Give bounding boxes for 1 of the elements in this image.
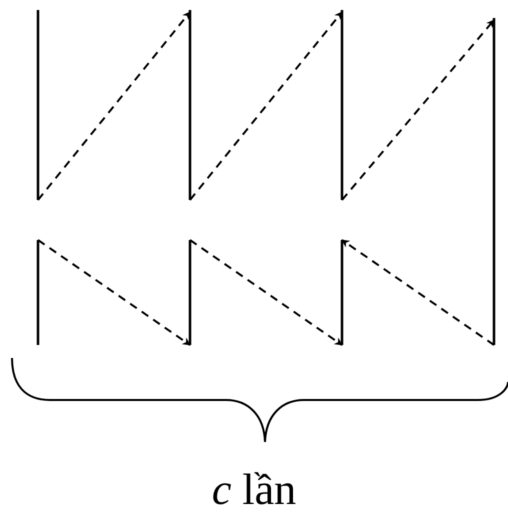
repeat-count-label: c lần [212,468,296,512]
